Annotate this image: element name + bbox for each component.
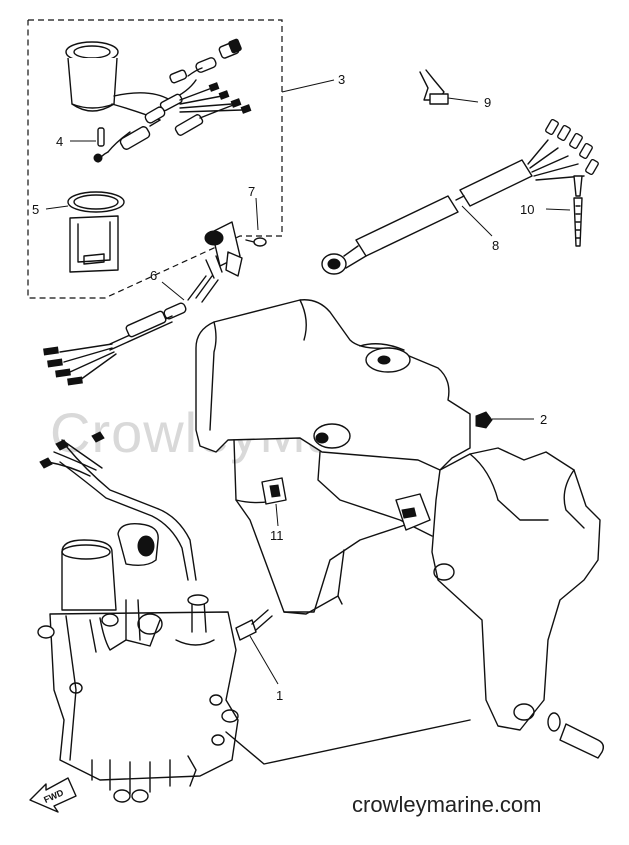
callout-3: 3: [338, 72, 345, 87]
meter-harness: [93, 38, 252, 163]
callout-2: 2: [540, 412, 547, 427]
callout-6: 6: [150, 268, 157, 283]
cable-tie[interactable]: [573, 175, 583, 247]
callout-4: 4: [56, 134, 63, 149]
callout-8: 8: [492, 238, 499, 253]
callout-5: 5: [32, 202, 39, 217]
rear-bolt[interactable]: [547, 712, 605, 759]
meter-kit-group: 3 4 5: [27, 19, 345, 299]
swivel-bracket: [195, 299, 471, 615]
trim-switch[interactable]: [204, 221, 243, 279]
clip-part[interactable]: [419, 69, 449, 105]
fwd-arrow-icon: FWD: [29, 777, 77, 813]
site-caption: crowleymarine.com: [352, 792, 542, 817]
callout-11: 11: [270, 528, 284, 543]
switch-harness[interactable]: [321, 118, 599, 275]
meter-pin[interactable]: [97, 127, 105, 147]
nut-2[interactable]: [475, 411, 493, 429]
wire-tube: [39, 431, 197, 581]
hydraulic-pump: [37, 523, 471, 803]
screw-7[interactable]: [245, 237, 267, 247]
callout-1: 1: [276, 688, 283, 703]
callout-7: 7: [248, 184, 255, 199]
switch-harness-6: [43, 275, 219, 386]
meter-bracket[interactable]: [67, 191, 125, 273]
clip-11[interactable]: [261, 477, 287, 505]
callout-9: 9: [484, 95, 491, 110]
stern-bracket: [431, 447, 601, 731]
bolt-1[interactable]: [235, 609, 273, 641]
kit-dashed-outline: [27, 19, 283, 299]
callout-10: 10: [520, 202, 534, 217]
trim-meter-gauge[interactable]: [65, 41, 171, 121]
